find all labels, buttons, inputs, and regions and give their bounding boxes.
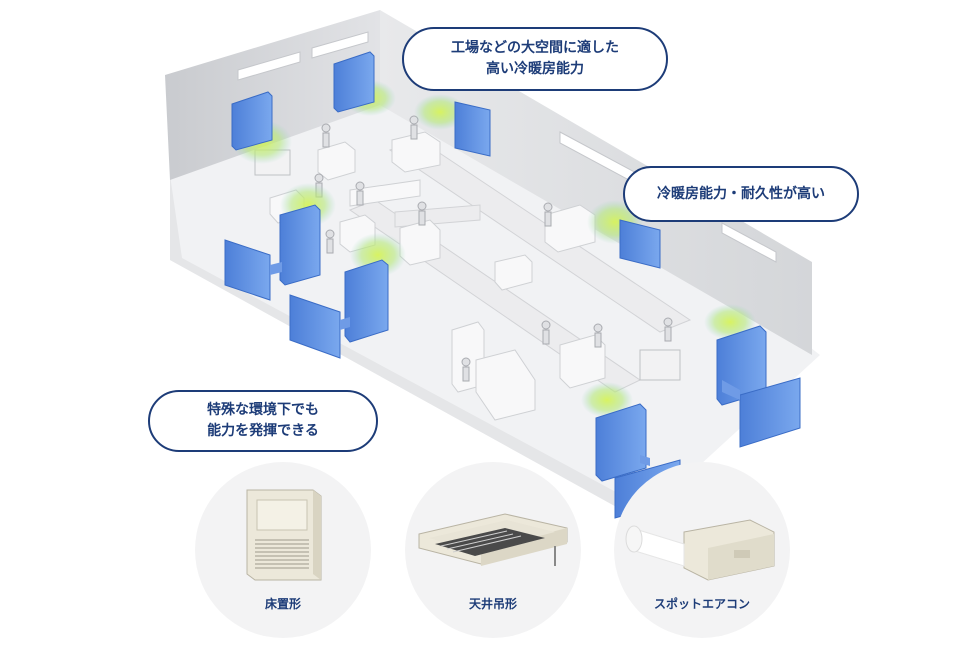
callout-line: 工場などの大空間に適した — [451, 40, 619, 56]
floor-standing-unit-icon — [246, 489, 322, 581]
callout-line: 特殊な環境下でも — [207, 402, 319, 418]
product-label: 天井吊形 — [468, 597, 517, 611]
callout-line: 能力を発揮できる — [207, 423, 319, 439]
product-floor-standing[interactable]: 床置形 — [195, 462, 371, 638]
factory-wall-right — [380, 10, 812, 355]
spot-aircon-unit-icon — [625, 519, 775, 581]
callout-line: 高い冷暖房能力 — [486, 61, 584, 77]
ceiling-suspended-unit-icon — [418, 513, 568, 566]
callout-large-space: 工場などの大空間に適した 高い冷暖房能力 — [402, 27, 668, 91]
product-label: 床置形 — [264, 597, 301, 611]
callout-durability: 冷暖房能力・耐久性が高い — [623, 166, 859, 222]
callout-line: 冷暖房能力・耐久性が高い — [657, 185, 825, 202]
callout-special-environment: 特殊な環境下でも 能力を発揮できる — [148, 390, 378, 452]
product-spot-aircon[interactable]: スポットエアコン — [614, 462, 790, 638]
workers — [314, 115, 673, 382]
production-machines — [269, 131, 606, 421]
product-label: スポットエアコン — [653, 597, 750, 611]
product-ceiling-suspended[interactable]: 天井吊形 — [405, 462, 581, 638]
indoor-units — [231, 51, 767, 482]
wall-windows — [237, 31, 777, 263]
ducts — [270, 262, 740, 466]
